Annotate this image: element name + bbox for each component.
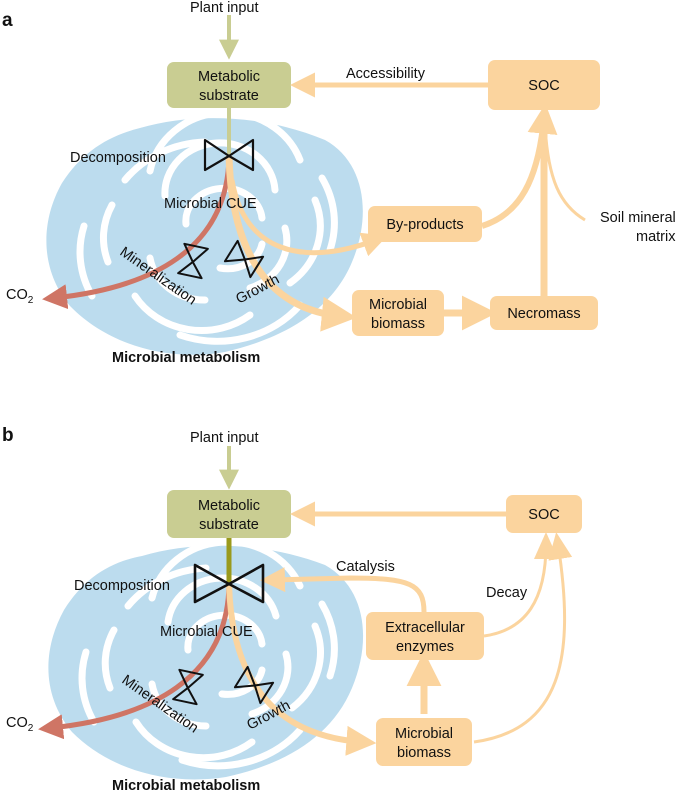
panel-a-substrate-line2: substrate [199, 88, 259, 104]
panel-b-biomass-line1: Microbial [395, 726, 453, 742]
panel-b-decay-label: Decay [486, 585, 528, 601]
panel-b-substrate-line2: substrate [199, 517, 259, 533]
panel-b-biomass-box: Microbial biomass [376, 718, 472, 766]
panel-a-decomposition-valve-icon [203, 138, 255, 172]
panel-a-substrate-line1: Metabolic [198, 69, 260, 85]
panel-b-caption: Microbial metabolism [112, 778, 260, 793]
panel-b-letter: b [2, 425, 14, 446]
panel-b-growth-arrow [226, 583, 377, 756]
panel-a-byproducts-label: By-products [386, 217, 463, 233]
panel-b-co2-arrow [38, 583, 232, 740]
panel-a-mineralization-valve-icon [177, 242, 209, 280]
panel-b-biomass-to-soc-arrow [473, 532, 573, 744]
panel-a-byproducts-arrow [229, 179, 388, 257]
panel-a-byproducts-to-soc-arrow [481, 103, 558, 229]
panel-a-growth-valve-icon [223, 239, 265, 279]
panel-a-co2-arrow [42, 155, 232, 310]
panel-b-substrate-line1: Metabolic [198, 498, 260, 514]
panel-b-mineralization-valve-icon [172, 668, 204, 706]
panel-b-soc-label: SOC [528, 507, 559, 523]
panel-b-decay-arrow [483, 532, 558, 638]
panel-a-co2-label: CO2 [6, 287, 34, 306]
panel-b-co2-label: CO2 [6, 715, 34, 734]
panel-b-decomposition-label: Decomposition [74, 578, 170, 594]
panel-a-substrate-box: Metabolic substrate [167, 62, 291, 108]
panel-b-growth-valve-icon [233, 665, 275, 705]
panel-a-letter: a [2, 10, 13, 31]
panel-a-biomass-box: Microbial biomass [352, 290, 444, 336]
panel-a-decomposition-label: Decomposition [70, 150, 166, 166]
panel-a-biomass-line2: biomass [371, 316, 425, 332]
panel-b-catalysis-label: Catalysis [336, 559, 395, 575]
panel-b: b Plant input Metaboli [2, 425, 582, 793]
panel-a-mineral-to-soc-line [543, 124, 586, 222]
panel-b-catalysis-arrow [260, 567, 427, 613]
panel-b-enzymes-line2: enzymes [396, 639, 454, 655]
panel-a-soil-mineral-line2: matrix [636, 229, 676, 245]
panel-b-decomposition-valve-icon [193, 563, 265, 604]
panel-a-accessibility-label: Accessibility [346, 66, 426, 82]
panel-a-plant-input-label: Plant input [190, 0, 259, 16]
panel-a-caption: Microbial metabolism [112, 350, 260, 366]
panel-a-soc-label: SOC [528, 78, 559, 94]
panel-a-necromass-label: Necromass [507, 306, 580, 322]
panel-b-cue-label: Microbial CUE [160, 624, 253, 640]
panel-a-biomass-line1: Microbial [369, 297, 427, 313]
panel-a-growth-arrow [225, 155, 357, 332]
panel-b-plant-input-label: Plant input [190, 430, 259, 446]
panel-a-byproducts-box: By-products [368, 206, 482, 242]
panel-b-enzymes-line1: Extracellular [385, 620, 465, 636]
panel-b-substrate-box: Metabolic substrate [167, 490, 291, 538]
panel-a-necromass-box: Necromass [490, 296, 598, 330]
panel-a: a Plant input [2, 0, 676, 366]
panel-a-soc-box: SOC [488, 60, 600, 110]
panel-b-soc-box: SOC [506, 495, 582, 533]
panel-a-cue-label: Microbial CUE [164, 196, 257, 212]
panel-b-enzymes-box: Extracellular enzymes [366, 612, 484, 660]
panel-a-cell [46, 108, 363, 355]
panel-b-biomass-line2: biomass [397, 745, 451, 761]
panel-a-soil-mineral-line1: Soil mineral [600, 210, 676, 226]
